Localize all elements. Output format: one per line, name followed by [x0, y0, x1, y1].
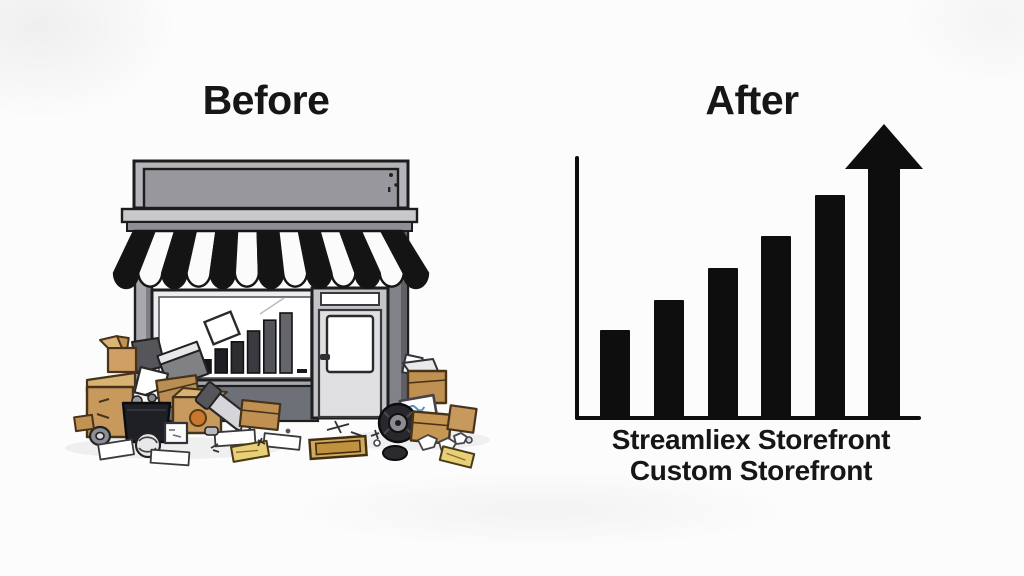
window-bar-chart	[198, 312, 293, 374]
window-chart-bar	[246, 330, 261, 374]
chart-caption: Streamliex Storefront Custom Storefront	[575, 424, 927, 486]
sign-speck	[389, 173, 393, 177]
ground-debris-center	[257, 420, 366, 447]
window-chart-bar	[214, 348, 228, 374]
clutter-left	[73, 335, 302, 467]
chart-bar	[707, 268, 738, 418]
caption-line-1: Streamliex Storefront	[611, 424, 891, 455]
window-chart-bar	[230, 341, 245, 374]
chart-bar	[653, 300, 684, 418]
door-handle-icon	[320, 354, 330, 360]
trash-bin-icon	[121, 389, 172, 444]
small-debris	[210, 443, 220, 453]
window-chart-bar	[279, 312, 293, 374]
falling-paper-icon	[202, 310, 242, 346]
yellow-paper-right	[438, 445, 476, 469]
chart-y-axis	[575, 156, 579, 420]
clutter-right	[370, 353, 478, 469]
small-cylinder	[204, 426, 219, 436]
after-title: After	[705, 77, 799, 124]
wooden-plank	[308, 434, 368, 461]
cornice	[120, 207, 419, 232]
storefront-illustration	[55, 140, 500, 480]
window-trend-line	[259, 297, 285, 315]
window-sticker	[297, 369, 307, 373]
chart-bar	[600, 330, 630, 418]
caption-line-2: Custom Storefront	[629, 455, 873, 486]
awning-stripe-black	[380, 229, 430, 290]
small-box	[106, 346, 138, 374]
chart-bar	[761, 236, 792, 418]
small-debris	[370, 429, 380, 440]
arrow-head	[845, 124, 923, 169]
arrow-shaft	[868, 169, 900, 418]
wheel-icon	[88, 425, 112, 447]
far-right-box	[446, 404, 478, 434]
growth-arrow-icon	[845, 124, 923, 418]
dark-blob	[382, 445, 408, 461]
orange-ball	[189, 409, 207, 427]
chart-bars	[575, 120, 927, 420]
sign-board	[132, 159, 410, 210]
loose-papers	[97, 428, 302, 467]
glass-door	[310, 286, 390, 420]
tire-icon	[377, 402, 419, 444]
awning-stripe-white	[233, 229, 261, 288]
yellow-envelope	[230, 439, 271, 463]
tan-box-right	[238, 398, 282, 432]
growth-chart	[575, 120, 927, 420]
striped-awning	[112, 229, 430, 290]
before-title: Before	[202, 77, 330, 124]
sign-speck	[394, 183, 398, 187]
box-flap	[99, 335, 123, 349]
big-box	[85, 371, 137, 439]
sign-speck	[388, 187, 391, 192]
display-window	[150, 288, 320, 382]
small-debris	[465, 436, 473, 444]
white-small-box	[163, 421, 189, 445]
small-debris	[373, 439, 381, 447]
chart-bar	[815, 195, 845, 418]
storefront-svg	[65, 159, 490, 469]
chart-x-axis	[575, 416, 921, 420]
door-glass	[325, 314, 375, 374]
awning-stripe-black	[209, 229, 239, 290]
small-tan-piece	[73, 413, 95, 433]
window-chart-bar	[263, 319, 277, 374]
